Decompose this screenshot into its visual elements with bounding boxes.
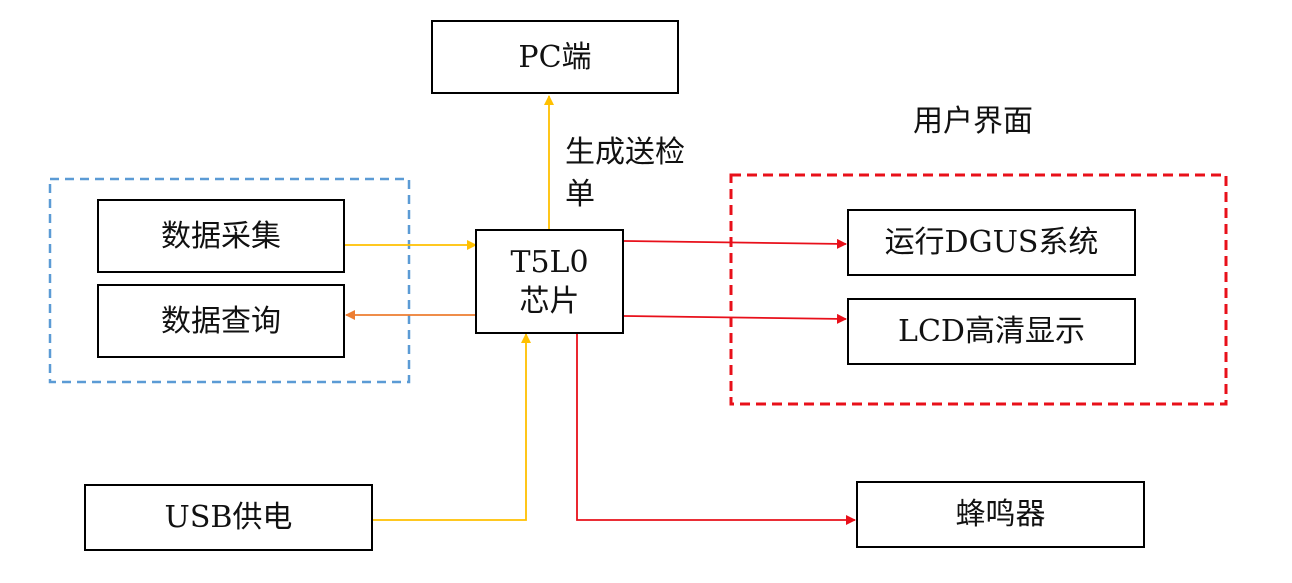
pc-node-label: PC端 [518,39,592,75]
arrow-chip-to-buzzer [576,334,856,525]
pc-node: PC端 [431,20,679,94]
buzzer-label: 蜂鸣器 [955,497,1046,532]
dgus-label: 运行DGUS系统 [884,225,1099,260]
data-query-node: 数据查询 [97,284,345,358]
arrow-chip-to-dgus [623,238,847,249]
dgus-node: 运行DGUS系统 [847,209,1136,276]
chip-node-label-line1: T5L0 [510,244,589,280]
usb-label: USB供电 [164,500,293,535]
data-collect-label: 数据采集 [161,218,281,254]
usb-node: USB供电 [84,484,373,551]
chip-node-label-line2: 芯片 [519,283,580,319]
data-group-outline [48,177,411,384]
send-order-label-line2: 单 [565,177,595,212]
arrow-usb-to-chip [373,333,531,521]
send-order-label-line1: 生成送检 [565,135,685,170]
arrow-chip-to-lcd [623,313,847,324]
data-collect-node: 数据采集 [97,199,345,273]
lcd-node: LCD高清显示 [847,298,1136,365]
lcd-label: LCD高清显示 [898,314,1085,349]
chip-node: T5L0 芯片 [475,229,624,334]
data-query-label: 数据查询 [161,303,281,339]
user-interface-group-outline [729,173,1228,406]
user-interface-label: 用户界面 [913,104,1033,139]
buzzer-node: 蜂鸣器 [856,481,1145,548]
